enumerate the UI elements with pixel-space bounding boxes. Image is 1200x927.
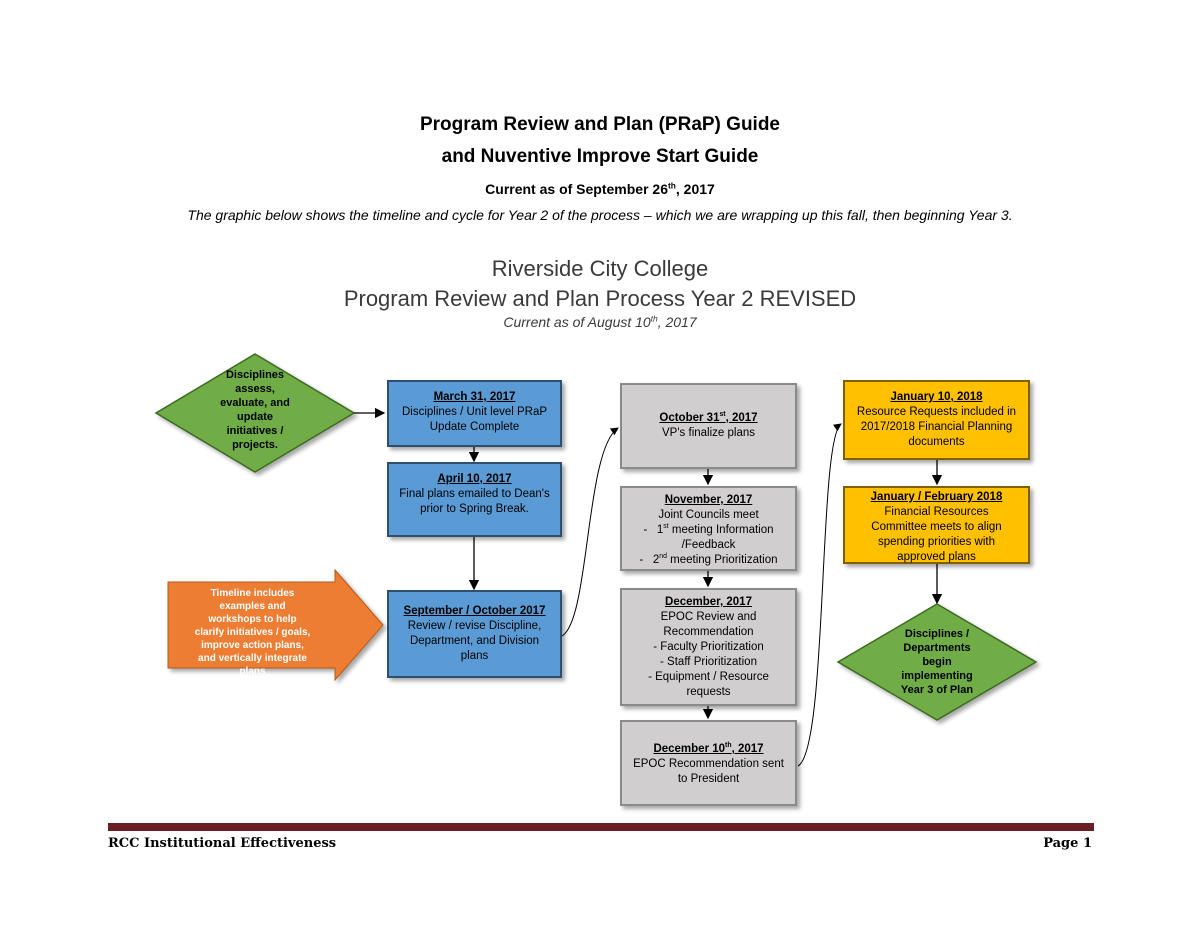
step-line: Department, and Division [409,635,540,647]
step-line: requests [686,686,731,698]
timeline-note-line: and vertically integrate [198,653,307,664]
step-bullet: - 1st meeting Information [643,523,774,536]
timeline-note: Timeline includes examples and workshops… [170,587,335,678]
step-line: 2017/2018 Financial Planning [860,421,1013,433]
start-diamond-line: evaluate, and [220,397,290,409]
connector-sept-to-oct [561,427,619,637]
step-jan-10: January 10, 2018 Resource Requests inclu… [843,380,1030,460]
end-diamond-line: Disciplines / [904,628,970,640]
document-title-line2: and Nuventive Improve Start Guide [441,146,759,167]
step-line: prior to Spring Break. [420,503,529,515]
step-bullet: /Feedback [681,539,736,551]
step-line: Final plans emailed to Dean's [399,488,550,500]
step-march-31: March 31, 2017 Disciplines / Unit level … [387,380,562,447]
connector-dec10-to-jan [797,423,842,767]
step-line: Joint Councils meet [658,509,759,521]
step-line: to President [677,773,740,785]
end-diamond-shape [836,603,1038,721]
step-heading: December, 2017 [665,596,752,608]
end-diamond: Disciplines / Departments begin implemen… [880,627,994,697]
document-title-line1: Program Review and Plan (PRaP) Guide [419,114,781,135]
start-diamond: Disciplines assess, evaluate, and update… [196,368,314,452]
step-line: VP's finalize plans [662,427,755,439]
step-line: approved plans [897,551,976,563]
step-line: Committee meets to align [871,521,1002,533]
step-heading: December 10th, 2017 [653,742,764,755]
step-line: - Staff Prioritization [660,656,757,668]
graphic-subtitle: Current as of August 10th, 2017 [503,313,697,330]
timeline-note-line: Timeline includes [210,588,295,599]
step-heading: March 31, 2017 [433,391,516,403]
step-line: plans [460,650,489,662]
step-line: Financial Resources [884,506,989,518]
step-heading: November, 2017 [664,494,753,506]
end-diamond-line: implementing [901,670,973,682]
step-dec-10: December 10th, 2017 EPOC Recommendation … [620,720,797,806]
step-line: documents [908,436,965,448]
timeline-note-arrow-shape [167,568,384,682]
timeline-note-line: improve action plans, [201,640,304,651]
start-diamond-line: initiatives / [226,425,284,437]
step-heading: January / February 2018 [870,491,1003,503]
footer-divider [108,823,1094,831]
end-diamond-line: Year 3 of Plan [900,684,974,696]
document-intro: The graphic below shows the timeline and… [187,207,1013,223]
start-diamond-line: update [236,411,274,423]
end-diamond-line: begin [922,656,952,668]
step-line: Update Complete [429,421,520,433]
step-line: Review / revise Discipline, [407,620,542,632]
step-december: December, 2017 EPOC Review and Recommend… [620,588,797,706]
step-line: Disciplines / Unit level PRaP [401,406,548,418]
step-heading: September / October 2017 [403,605,546,617]
step-line: Resource Requests included in [856,406,1017,418]
graphic-title-line2: Program Review and Plan Process Year 2 R… [343,286,857,311]
timeline-note-line: plans [239,666,266,677]
start-diamond-line: projects. [232,439,278,451]
step-line: EPOC Review and [660,611,757,623]
step-line: - Faculty Prioritization [653,641,764,653]
step-heading: April 10, 2017 [437,473,512,485]
step-bullet: - 2nd meeting Prioritization [639,553,778,566]
end-diamond-line: Departments [903,642,971,654]
footer-left-text: RCC Institutional Effectiveness [108,836,337,851]
step-line: - Equipment / Resource [648,671,769,683]
start-diamond-line: Disciplines [225,369,285,381]
step-line: EPOC Recommendation sent [633,758,784,770]
step-line: spending priorities with [878,536,995,548]
step-jan-feb: January / February 2018 Financial Resour… [843,486,1030,564]
page-number: Page 1 [1043,836,1092,851]
step-april-10: April 10, 2017 Final plans emailed to De… [387,462,562,537]
timeline-note-line: examples and [219,601,286,612]
step-sept-oct: September / October 2017 Review / revise… [387,590,562,678]
step-heading: January 10, 2018 [890,391,983,403]
timeline-note-line: workshops to help [208,614,297,625]
step-november: November, 2017 Joint Councils meet - 1st… [620,486,797,571]
document-current-as-of: Current as of September 26th, 2017 [485,180,715,197]
timeline-note-line: clarify initiatives / goals, [194,627,311,638]
step-oct-31: October 31st, 2017 VP's finalize plans [620,383,797,469]
start-diamond-shape [154,353,356,473]
graphic-title-line1: Riverside City College [491,256,709,281]
start-diamond-line: assess, [235,383,275,395]
step-line: Recommendation [663,626,754,638]
step-heading: October 31st, 2017 [659,411,758,424]
